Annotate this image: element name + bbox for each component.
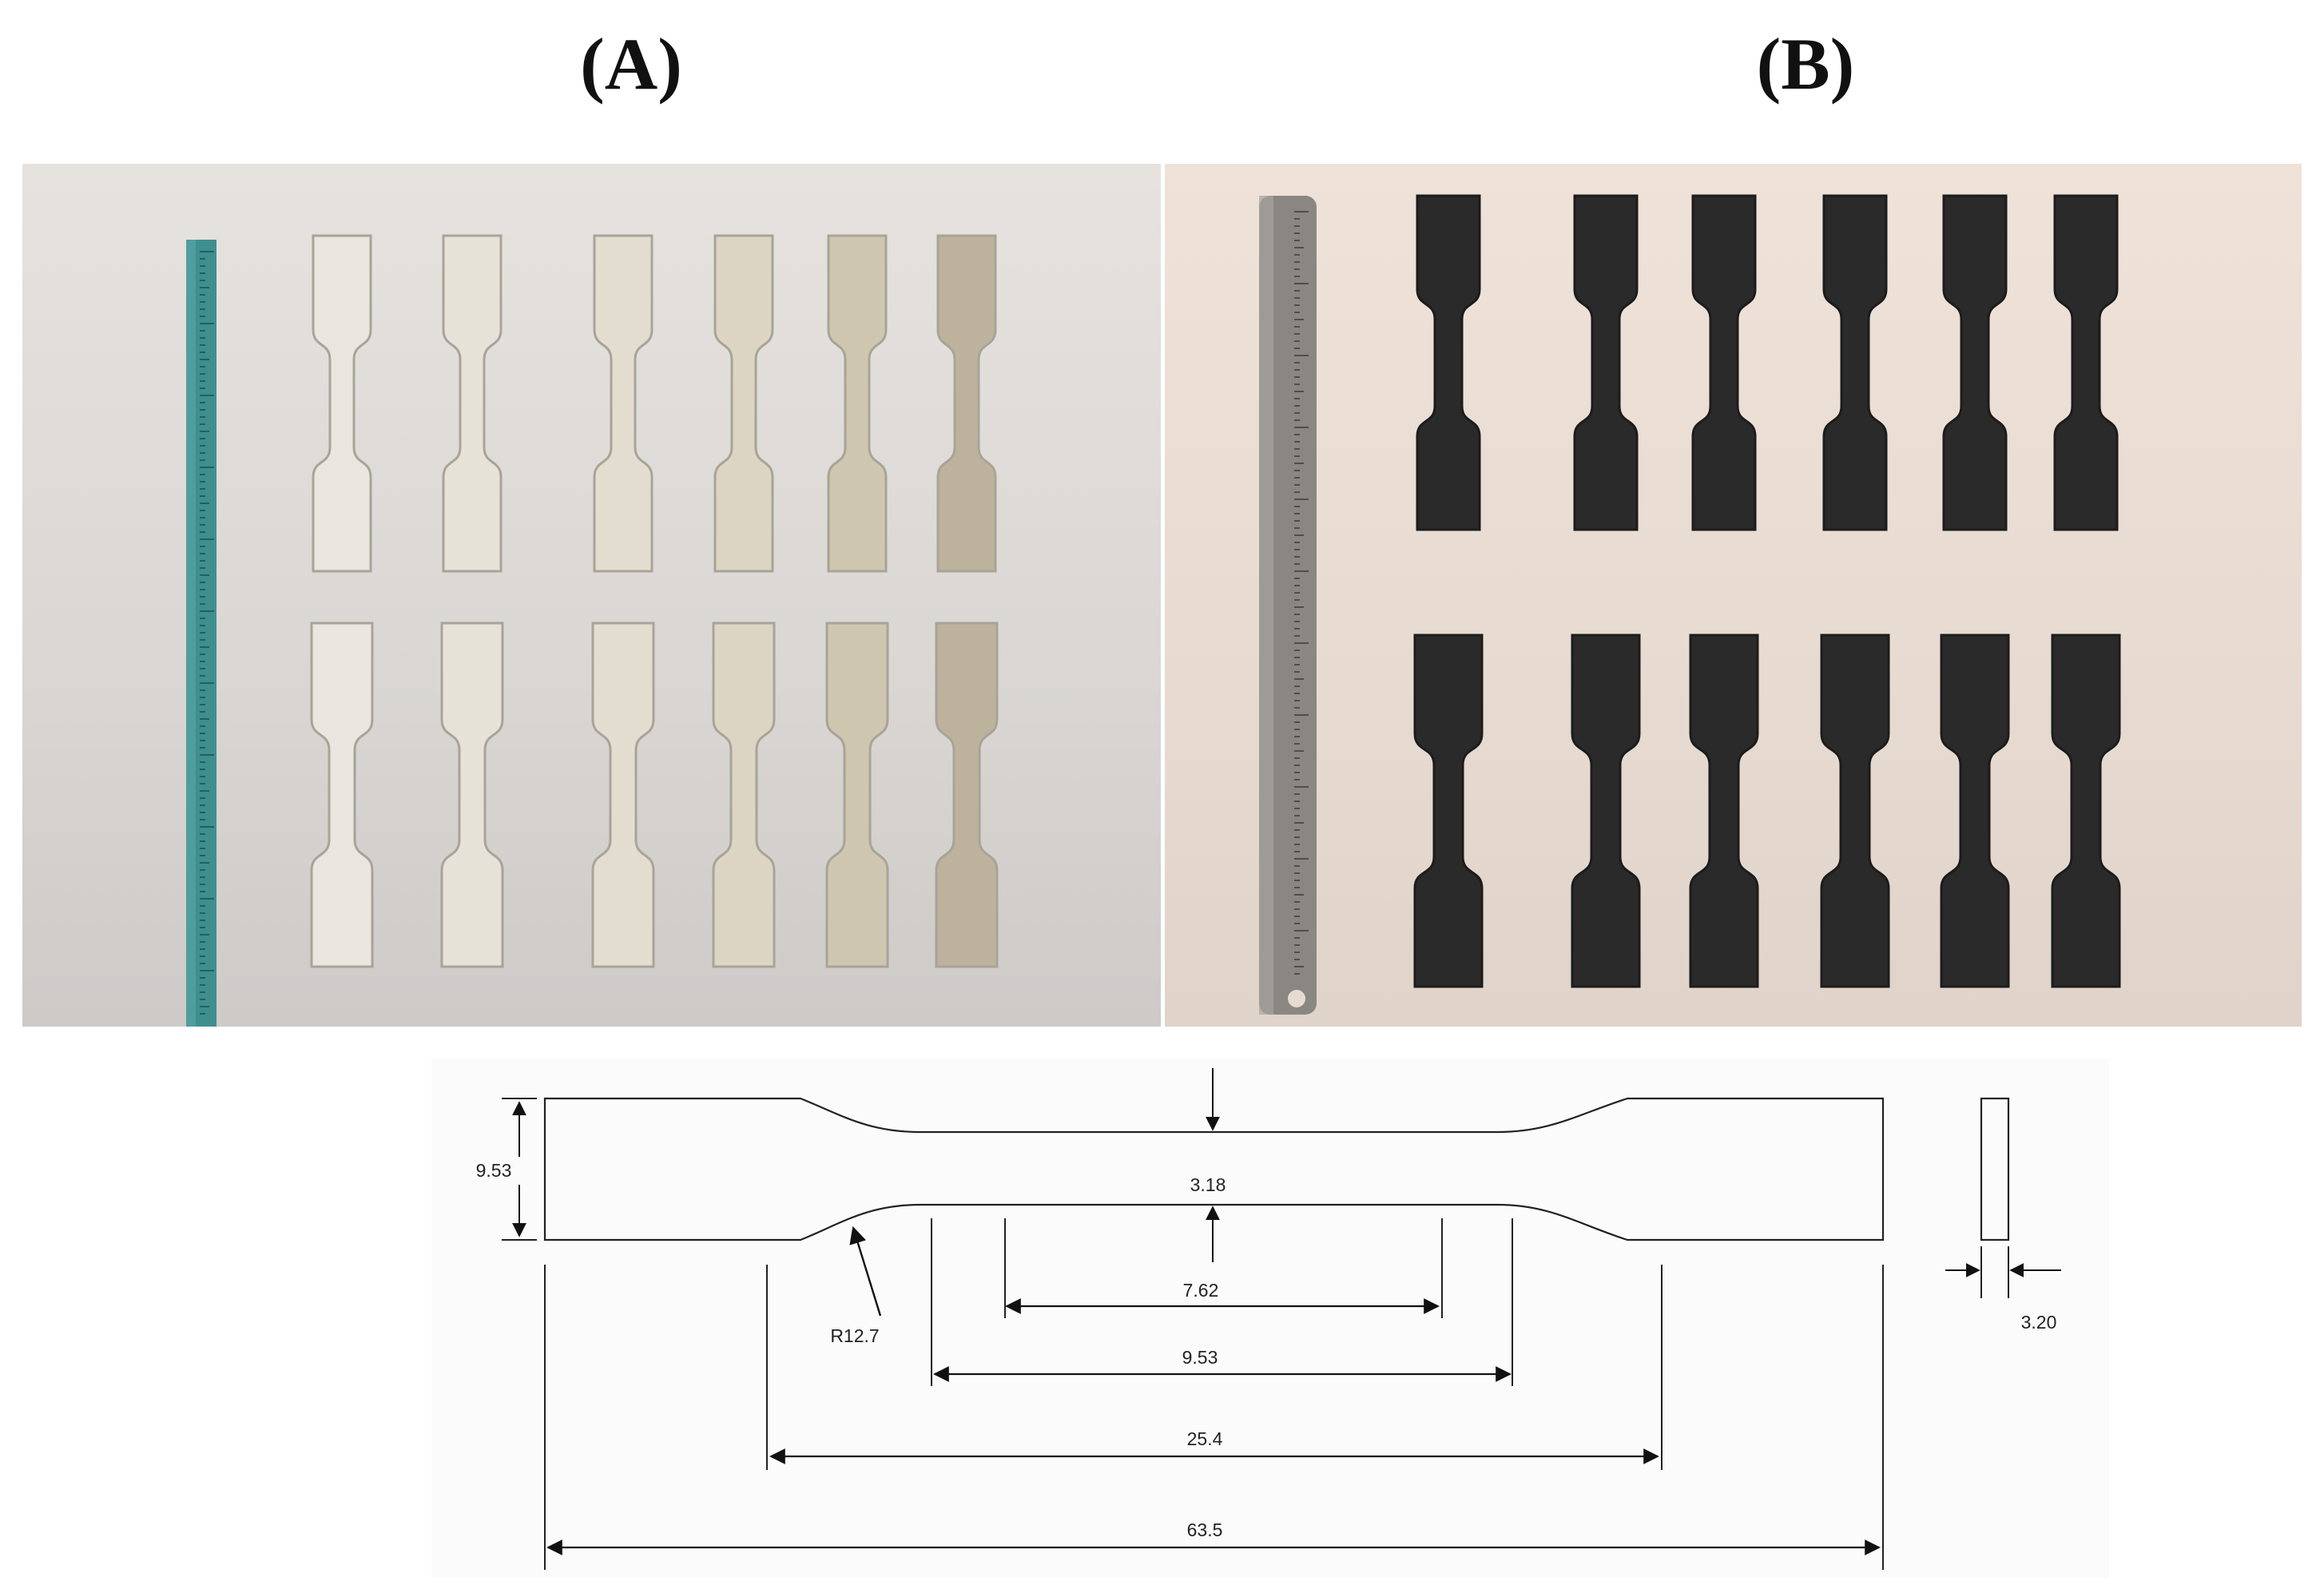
specimen-a-bottom-1 bbox=[310, 622, 374, 968]
specimen-a-top-3 bbox=[593, 234, 654, 573]
ruler-b-hole bbox=[1288, 990, 1305, 1007]
panel-b-label: (B) bbox=[1756, 23, 1855, 105]
fillet-radius-leader bbox=[849, 1226, 882, 1317]
specimen-b-bottom-5 bbox=[1940, 634, 2010, 988]
gauge-length-label: 7.62 bbox=[1183, 1280, 1219, 1301]
overall-length-label: 63.5 bbox=[1187, 1519, 1223, 1540]
specimen-a-top-6 bbox=[936, 234, 997, 573]
specimen-b-top-4 bbox=[1822, 194, 1888, 531]
ruler-b-ticks bbox=[1294, 211, 1309, 975]
width-grip-label: 9.53 bbox=[476, 1160, 512, 1181]
specimen-a-bottom-3 bbox=[591, 622, 655, 968]
thickness-label: 3.20 bbox=[2021, 1312, 2057, 1333]
specimen-b-bottom-6 bbox=[2051, 634, 2121, 988]
parallel-length-label: 9.53 bbox=[1182, 1347, 1218, 1368]
specimen-a-bottom-6 bbox=[935, 622, 999, 968]
specimen-a-top-5 bbox=[827, 234, 888, 573]
specimen-outline bbox=[543, 1097, 1885, 1241]
specimen-b-bottom-3 bbox=[1689, 634, 1759, 988]
specimen-a-top-1 bbox=[312, 234, 372, 573]
specimen-b-top-2 bbox=[1573, 194, 1639, 531]
photo-a-illustration bbox=[186, 234, 999, 1027]
specimen-b-bottom-1 bbox=[1413, 634, 1484, 988]
specimen-b-bottom-2 bbox=[1571, 634, 1641, 988]
specimen-side-view bbox=[1980, 1097, 2010, 1241]
gauge-width-label: 3.18 bbox=[1190, 1174, 1226, 1195]
specimen-b-top-3 bbox=[1691, 194, 1757, 531]
specimen-a-bottom-5 bbox=[825, 622, 889, 968]
specimens-a-group bbox=[310, 234, 999, 968]
ruler-a-ticks bbox=[200, 251, 214, 1015]
photo-a-clear-specimens bbox=[22, 164, 1161, 1027]
grip-distance-label: 25.4 bbox=[1187, 1428, 1223, 1449]
specimen-dimension-drawing: 9.53 3.18 7.62 9.53 25.4 63.5 R12.7 3.20 bbox=[431, 1059, 2109, 1578]
ruler-b-edge bbox=[1259, 196, 1273, 1015]
drawing-background bbox=[431, 1059, 2109, 1578]
specimen-a-top-4 bbox=[713, 234, 774, 573]
specimen-a-bottom-4 bbox=[712, 622, 776, 968]
specimen-b-top-6 bbox=[2053, 194, 2119, 531]
ruler-a-edge bbox=[186, 240, 196, 1027]
fillet-radius-label: R12.7 bbox=[830, 1325, 879, 1346]
specimen-b-bottom-4 bbox=[1820, 634, 1890, 988]
specimen-b-top-1 bbox=[1416, 194, 1481, 531]
specimen-b-top-5 bbox=[1942, 194, 2008, 531]
specimens-b-group bbox=[1413, 194, 2121, 988]
panel-a-label: (A) bbox=[580, 23, 682, 105]
photo-b-illustration bbox=[1259, 194, 2121, 1015]
specimen-a-bottom-2 bbox=[440, 622, 504, 968]
specimen-a-top-2 bbox=[442, 234, 503, 573]
photo-b-black-specimens bbox=[1165, 164, 2302, 1027]
